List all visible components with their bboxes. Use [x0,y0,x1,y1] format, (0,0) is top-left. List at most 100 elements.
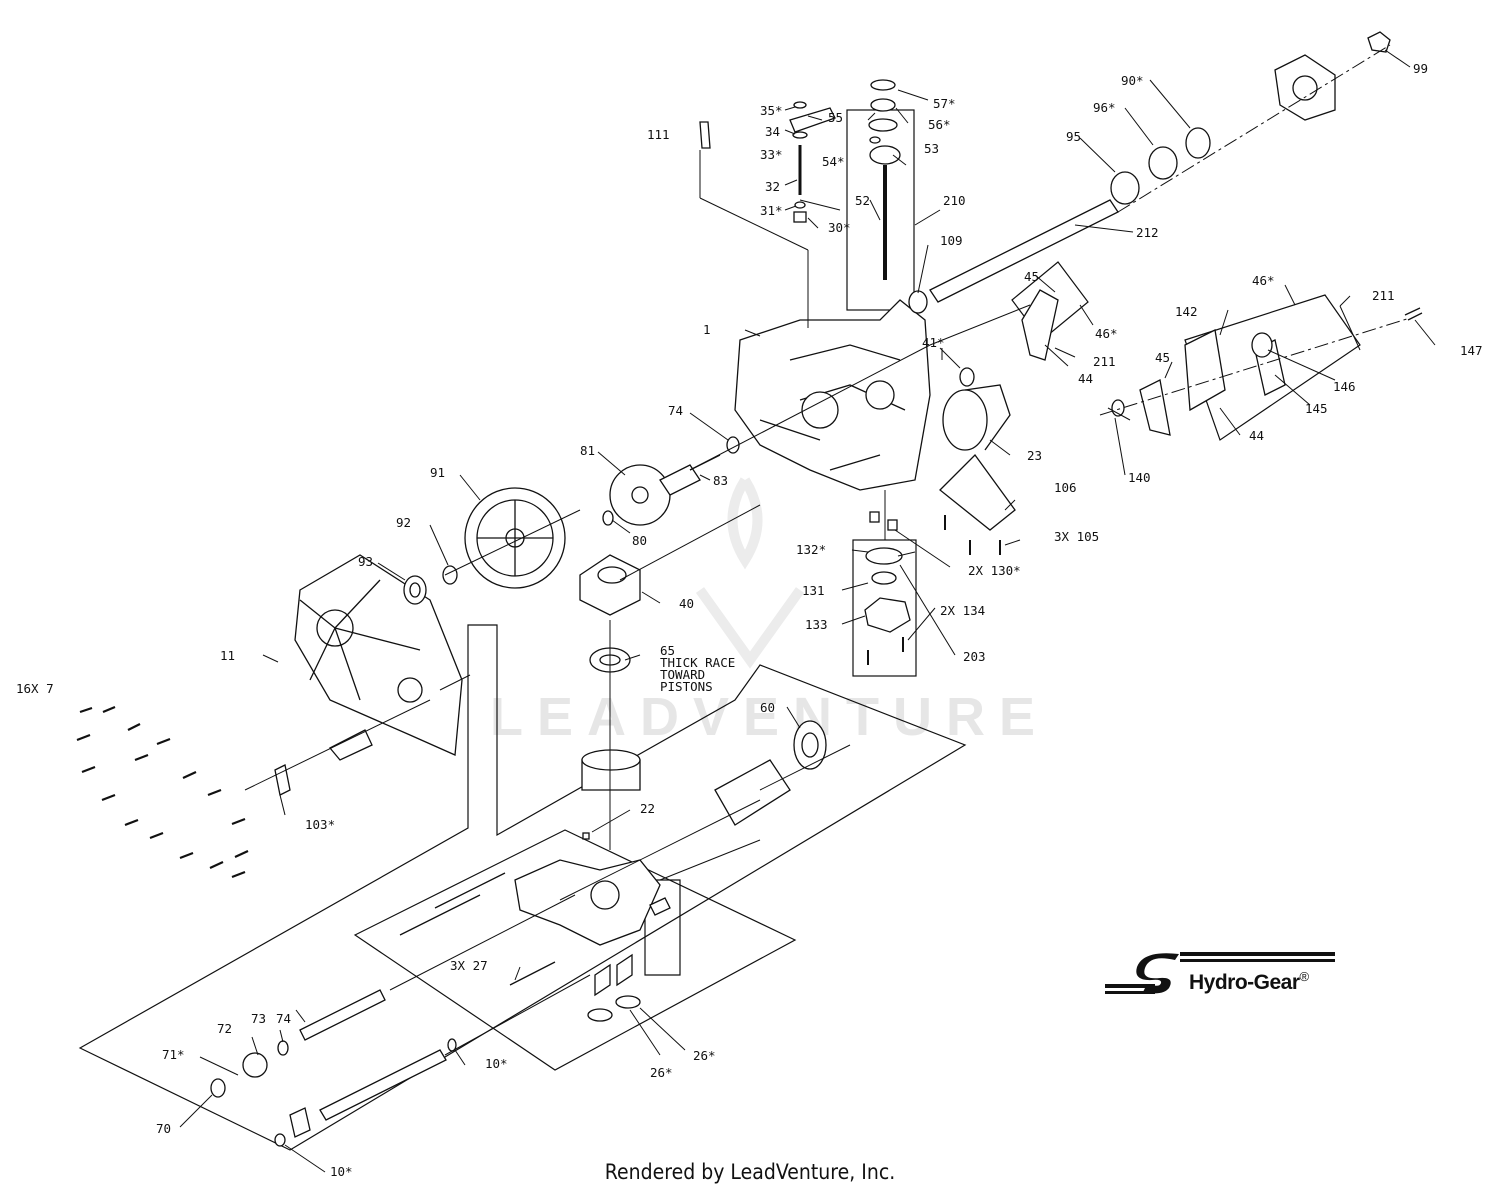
oring-54 [869,136,881,144]
callout-99: 99 [1413,61,1428,76]
callout-71: 71* [162,1047,185,1062]
nut-99 [1367,31,1391,53]
callout-52: 52 [855,193,870,208]
callout-60: 60 [760,700,775,715]
callout-111: 111 [647,127,670,142]
callout-96: 96* [1093,100,1116,115]
callout-31: 31* [760,203,783,218]
callout-53: 53 [924,141,939,156]
callout-32: 32 [765,179,780,194]
side-cover-bore [397,677,423,703]
note-65-line2: TOWARD [660,667,705,682]
breather-111 [699,121,711,149]
footer-credit: Rendered by LeadVenture, Inc. [604,1160,896,1184]
leader-lines [179,44,1436,1173]
bolts-7 [76,705,249,879]
callout-80-top: 74 [668,403,683,418]
side-cover-ribs [299,579,421,701]
motor-shaft [319,1049,447,1121]
washer-33 [792,131,808,139]
differential-40 [579,554,641,616]
callout-33: 33* [760,147,783,162]
callout-26-right: 26* [693,1048,716,1063]
bearing-93-inner [409,582,421,598]
callout-57: 57* [933,96,956,111]
callout-56: 56* [928,117,951,132]
bearing-95 [1110,171,1140,205]
callout-46-right: 46* [1252,273,1275,288]
frame-relief-valve [644,879,681,976]
callout-70: 70 [156,1121,171,1136]
note-65-line3: PISTONS [660,679,713,694]
callout-91: 91 [430,465,445,480]
callout-2x134: 2X 134 [940,603,985,618]
brand-name-text: Hydro-Gear [1189,971,1300,994]
callout-73: 74 [276,1011,291,1026]
callout-45-right: 45 [1155,350,1170,365]
callout-1: 1 [703,322,711,337]
callout-131: 131 [802,583,825,598]
bracket-140 [1139,379,1171,436]
check-valves [594,953,633,997]
callout-23: 23 [1027,448,1042,463]
callout-90: 90* [1121,73,1144,88]
callout-16x7: 16X 7 [16,681,54,696]
callout-44-right: 44 [1249,428,1264,443]
callout-10-upper: 10* [485,1056,508,1071]
callout-133: 133 [805,617,828,632]
control-arm-34 [789,107,836,133]
callout-10-lower: 10* [330,1164,353,1179]
callout-30: 30* [828,220,851,235]
callout-72: 72 [217,1021,232,1036]
callout-140: 140 [1128,470,1151,485]
note-65-line1: THICK RACE [660,655,735,670]
bearing-96 [1148,146,1178,180]
thrust-bearing-60-inner [801,732,819,758]
parts [76,31,1423,1147]
bracket-44b [1184,329,1226,412]
seal-56 [870,98,896,112]
callout-132: 132* [796,542,826,557]
brake-lever-103 [328,729,373,761]
washer-74 [277,1040,289,1056]
spring-147 [1404,307,1423,321]
seal-109 [908,290,928,314]
callout-45-left: 45 [1024,269,1039,284]
plug-130a [869,511,880,523]
plug-130b [887,519,898,531]
filter-23 [942,389,988,451]
shaft-73 [299,989,386,1041]
callout-40: 40 [679,596,694,611]
callout-142: 142 [1175,304,1198,319]
brand-logo: Hydro-Gear® [1105,950,1335,1000]
gear-81-hub [631,486,649,504]
callout-210: 210 [943,193,966,208]
bolt-27a [399,894,481,936]
callout-44-left: 44 [1078,371,1093,386]
callout-labels: 1 11 16X 7 22 23 26* 26* 3X 27 30* 31* 3… [16,61,1483,1179]
callout-81: 81 [580,443,595,458]
callout-11: 11 [220,648,235,663]
callout-80-bottom: 80 [632,533,647,548]
differential-40-bore [597,566,627,584]
callout-26-left: 26* [650,1065,673,1080]
center-section [514,859,661,946]
retaining-ring-90 [1185,127,1211,159]
check-valve-cap-1 [587,1008,613,1022]
motor-cylinder-block [714,759,791,826]
washer-80b [602,510,614,526]
callout-211-right: 211 [1372,288,1395,303]
gear-91-spokes [477,500,553,576]
callout-109: 109 [940,233,963,248]
bushing-30 [793,211,807,223]
callout-46-left: 46* [1095,326,1118,341]
brand-registered-mark: ® [1299,969,1310,984]
brand-name: Hydro-Gear® [1189,969,1309,995]
callout-41: 41* [922,335,945,350]
housing-bore-2 [865,380,895,410]
gerotor-131 [871,571,897,585]
ring-70 [210,1078,226,1098]
callout-211-left: 211 [1093,354,1116,369]
filter-23-body [964,384,1011,451]
main-housing [734,299,931,491]
